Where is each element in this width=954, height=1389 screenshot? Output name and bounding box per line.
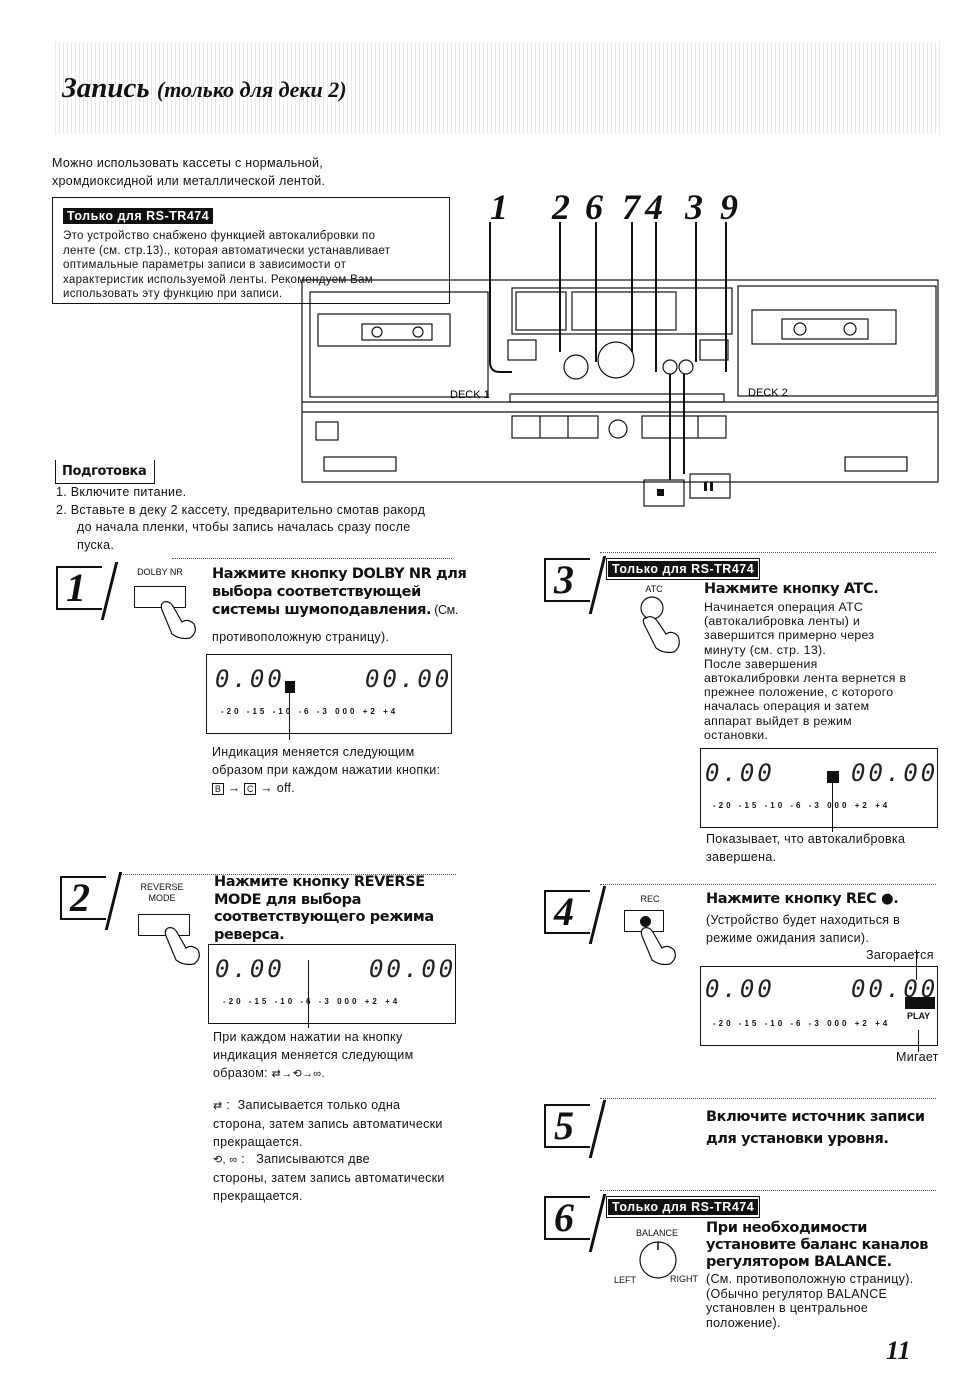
- step-slash: [104, 872, 123, 930]
- step-6-tag-box: Только для RS-TR474: [606, 1196, 761, 1218]
- step-3-heading: Нажмите кнопку ATC.: [704, 581, 879, 597]
- level-scale: -20 -15 -10 -6 -3 000 +2 +4: [221, 707, 399, 716]
- step-1-heading: Нажмите кнопку DOLBY NR для выбора соотв…: [212, 566, 467, 618]
- left-label: LEFT: [614, 1275, 637, 1285]
- level-scale: -20 -15 -10 -6 -3 000 +2 +4: [223, 997, 401, 1006]
- step-1-ref: противоположную страницу).: [212, 630, 390, 644]
- deck2-label: DECK 2: [748, 387, 788, 399]
- step-3-tag-box: Только для RS-TR474: [606, 558, 761, 580]
- callout-2: 2: [552, 187, 570, 227]
- rs-note-text: Это устройство снабжено функцией автокал…: [63, 230, 391, 301]
- divider: [172, 558, 452, 559]
- step-slash: [588, 1100, 607, 1158]
- lit-label: Загорается: [866, 948, 934, 962]
- step-slash: [588, 1194, 607, 1252]
- cassette-deck-illustration: DECK 1 DECK 2: [301, 222, 939, 507]
- step-3-display: 0.00 00.00 -20 -15 -10 -6 -3 000 +2 +4: [700, 748, 938, 828]
- intro-text: Можно использовать кассеты с нормальной,…: [52, 156, 326, 188]
- page-title: Запись (только для деки 2): [62, 72, 347, 104]
- step-4-number: 4: [544, 890, 590, 934]
- divider: [600, 1098, 936, 1099]
- divider: [120, 874, 456, 875]
- callout-3: 3: [685, 187, 703, 227]
- step-slash: [588, 556, 607, 614]
- rec-label: REC: [640, 894, 660, 904]
- step-6-number: 6: [544, 1196, 590, 1240]
- divider: [600, 1190, 936, 1191]
- step-1-display: 0.00 00.00 -20 -15 -10 -6 -3 000 +2 +4: [206, 654, 452, 734]
- level-scale: -20 -15 -10 -6 -3 000 +2 +4: [713, 801, 891, 810]
- step-4-display: 0.00 00.00 PLAY -20 -15 -10 -6 -3 000 +2…: [700, 966, 938, 1046]
- finger-icon: [640, 927, 676, 966]
- balance-label: BALANCE: [635, 1228, 679, 1238]
- prep-list: 1. Включите питание. 2. Вставьте в деку …: [56, 485, 426, 552]
- finger-icon: [164, 927, 200, 966]
- reverse-mode-button[interactable]: [138, 914, 190, 936]
- blink-label: Мигает: [896, 1050, 939, 1064]
- deck1-label: DECK 1: [450, 389, 490, 401]
- step-3-body: Начинается операция ATC(автокалибровка л…: [704, 600, 907, 742]
- callout-7: 7: [622, 187, 640, 227]
- step-6-body: (См. противоположную страницу).(Обычно р…: [706, 1272, 914, 1330]
- callout-1: 1: [490, 187, 508, 227]
- step-slash: [100, 562, 119, 620]
- divider: [600, 884, 936, 885]
- finger-icon: [160, 601, 196, 640]
- dolby-button[interactable]: [134, 586, 186, 608]
- level-scale: -20 -15 -10 -6 -3 000 +2 +4: [713, 1019, 891, 1028]
- step-2-note-1: ⇄ : Записывается только одна сторона, за…: [213, 1098, 443, 1149]
- dolby-b-indicator: [285, 681, 295, 693]
- step-slash: [588, 886, 607, 944]
- rs-tag: Только для RS-TR474: [63, 208, 214, 224]
- dolby-label: DOLBY NR: [137, 567, 183, 577]
- step-2-number: 2: [60, 876, 106, 920]
- divider: [600, 552, 936, 553]
- rec-indicator: [905, 997, 935, 1009]
- step-4-heading: Нажмите кнопку REC ●.: [706, 891, 899, 907]
- page-number: 11: [886, 1336, 911, 1365]
- rs-note-box: Только для RS-TR474 Это устройство снабж…: [52, 197, 450, 304]
- prep-heading-box: Подготовка: [55, 460, 156, 484]
- balance-knob-icon[interactable]: [638, 1240, 678, 1280]
- step-5-number: 5: [544, 1104, 590, 1148]
- atc-button-icon[interactable]: [638, 596, 692, 658]
- play-indicator: PLAY: [907, 1011, 931, 1021]
- step-2-note-2: ⟲, ∞ : Записываются две стороны, затем з…: [213, 1152, 445, 1203]
- atc-label: ATC: [645, 584, 663, 594]
- title-band: [52, 42, 942, 134]
- callout-6: 6: [585, 187, 603, 227]
- step-3-number: 3: [544, 558, 590, 602]
- prep-heading: Подготовка: [62, 464, 147, 479]
- step-1-number: 1: [56, 566, 102, 610]
- right-label: RIGHT: [670, 1274, 698, 1284]
- m-indicator: [827, 771, 839, 783]
- callout-9: 9: [720, 187, 738, 227]
- step-2-display: 0.00 00.00 -20 -15 -10 -6 -3 000 +2 +4: [208, 944, 456, 1024]
- callout-4: 4: [645, 187, 663, 227]
